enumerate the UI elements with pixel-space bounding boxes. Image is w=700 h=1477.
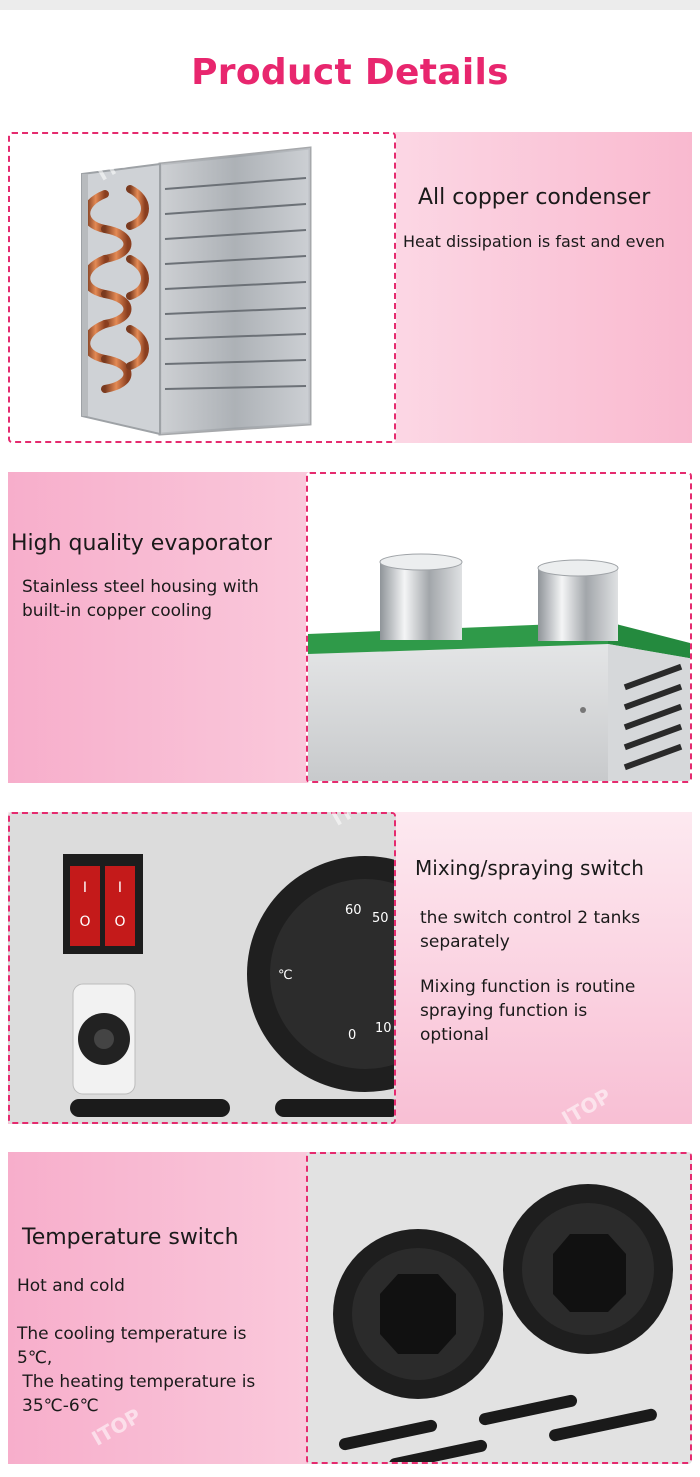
switch-on-mark-left: I bbox=[83, 880, 87, 896]
dial-number-10: 10 bbox=[375, 1021, 392, 1036]
evaporator-panel: High quality evaporator Stainless steel … bbox=[8, 472, 692, 783]
section-4-line-1: Hot and cold bbox=[17, 1276, 125, 1296]
condenser-image-frame bbox=[8, 132, 396, 443]
switch-panel: I O I O 60 50 0 10 ℃ Mixing/spraying swi… bbox=[8, 812, 692, 1124]
section-1-text: Heat dissipation is fast and even bbox=[403, 232, 665, 251]
evaporator-image bbox=[308, 553, 690, 781]
section-3-line-2: separately bbox=[420, 932, 510, 952]
temperature-image-frame bbox=[306, 1152, 692, 1464]
dial-unit: ℃ bbox=[278, 968, 293, 983]
dial-number-50: 50 bbox=[372, 911, 389, 926]
section-3-line-5: optional bbox=[420, 1025, 489, 1045]
dial-number-60: 60 bbox=[345, 903, 362, 918]
temperature-panel: Temperature switch Hot and cold The cool… bbox=[8, 1152, 692, 1464]
switch-on-mark-right: I bbox=[118, 880, 122, 896]
section-4-line-2: The cooling temperature is bbox=[17, 1324, 247, 1344]
section-2-line-2: built-in copper cooling bbox=[22, 601, 213, 621]
top-divider-bar bbox=[0, 0, 700, 10]
copper-condenser-image bbox=[81, 146, 312, 436]
dial-number-0: 0 bbox=[348, 1028, 356, 1043]
section-4-heading: Temperature switch bbox=[22, 1225, 239, 1250]
switch-off-mark-left: O bbox=[79, 914, 90, 930]
section-4-line-5: 35℃-6℃ bbox=[22, 1396, 99, 1416]
section-2-line-1: Stainless steel housing with bbox=[22, 577, 259, 597]
switch-off-mark-right: O bbox=[114, 914, 125, 930]
evaporator-image-frame bbox=[306, 472, 692, 783]
control-panel-image: I O I O 60 50 0 10 ℃ bbox=[10, 814, 394, 1122]
section-3-line-1: the switch control 2 tanks bbox=[420, 908, 641, 928]
section-3-line-4: spraying function is bbox=[420, 1001, 588, 1021]
section-1-heading: All copper condenser bbox=[418, 185, 651, 210]
switch-image-frame: I O I O 60 50 0 10 ℃ bbox=[8, 812, 396, 1124]
page-title: Product Details bbox=[191, 52, 509, 93]
section-3-line-3: Mixing function is routine bbox=[420, 977, 636, 997]
section-4-line-4: The heating temperature is bbox=[17, 1372, 256, 1392]
condenser-panel: All copper condenser Heat dissipation is… bbox=[8, 132, 692, 443]
section-4-line-3: 5℃, bbox=[17, 1348, 53, 1368]
section-3-heading: Mixing/spraying switch bbox=[415, 856, 644, 880]
section-2-heading: High quality evaporator bbox=[11, 531, 272, 556]
temperature-dials-image bbox=[308, 1154, 690, 1462]
